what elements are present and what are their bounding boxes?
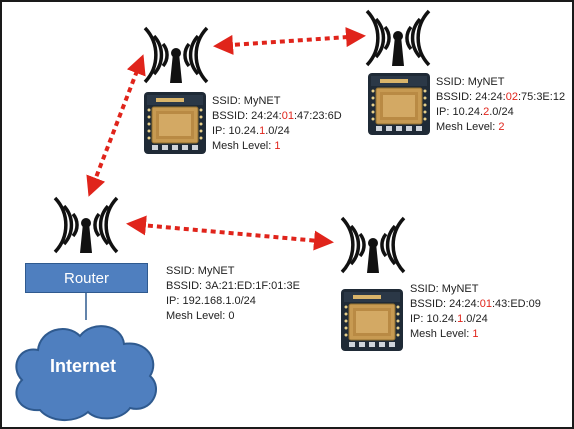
node-ssid: SSID: MyNET: [410, 283, 479, 295]
router-box: Router: [25, 263, 148, 293]
esp-board-icon: [340, 288, 404, 352]
cloud-icon: [15, 325, 157, 421]
router-ip: IP: 192.168.1.0/24: [166, 295, 256, 307]
link-router-node1: [86, 54, 146, 197]
link-node1-node2: [213, 27, 366, 55]
router-ssid: SSID: MyNET: [166, 265, 235, 277]
antenna-icon: [365, 9, 431, 68]
antenna-icon: [340, 216, 406, 275]
node-ip: IP: 10.24.2.0/24: [436, 106, 514, 118]
node-ip: IP: 10.24.1.0/24: [410, 313, 488, 325]
node-bssid: BSSID: 24:24:02:75:3E:12: [436, 91, 566, 103]
node-info-1: SSID: MyNET BSSID: 24:24:01:47:23:6D IP:…: [212, 94, 342, 154]
internet-label: Internet: [49, 356, 116, 376]
router-label: Router: [63, 269, 110, 287]
wifi-signal-icon: [53, 196, 119, 255]
node-ip: IP: 10.24.1.0/24: [212, 125, 290, 137]
node-mesh-level: Mesh Level: 1: [410, 328, 479, 340]
router-bssid: BSSID: 3A:21:ED:1F:01:3E: [166, 280, 300, 292]
node-mesh-level: Mesh Level: 1: [212, 140, 281, 152]
link-router-node3: [126, 215, 334, 251]
node-mesh-level: Mesh Level: 2: [436, 121, 505, 133]
router-info: SSID: MyNET BSSID: 3A:21:ED:1F:01:3E IP:…: [166, 264, 300, 324]
node-ssid: SSID: MyNET: [212, 95, 281, 107]
esp-board-icon: [143, 91, 207, 155]
node-info-2: SSID: MyNET BSSID: 24:24:02:75:3E:12 IP:…: [436, 75, 565, 135]
router-mesh-level: Mesh Level: 0: [166, 310, 235, 322]
node-bssid: BSSID: 24:24:01:43:ED:09: [410, 298, 541, 310]
node-ssid: SSID: MyNET: [436, 76, 505, 88]
esp-board-icon: [367, 72, 431, 136]
node-bssid: BSSID: 24:24:01:47:23:6D: [212, 110, 342, 122]
node-info-3: SSID: MyNET BSSID: 24:24:01:43:ED:09 IP:…: [410, 282, 541, 342]
antenna-icon: [143, 26, 209, 85]
